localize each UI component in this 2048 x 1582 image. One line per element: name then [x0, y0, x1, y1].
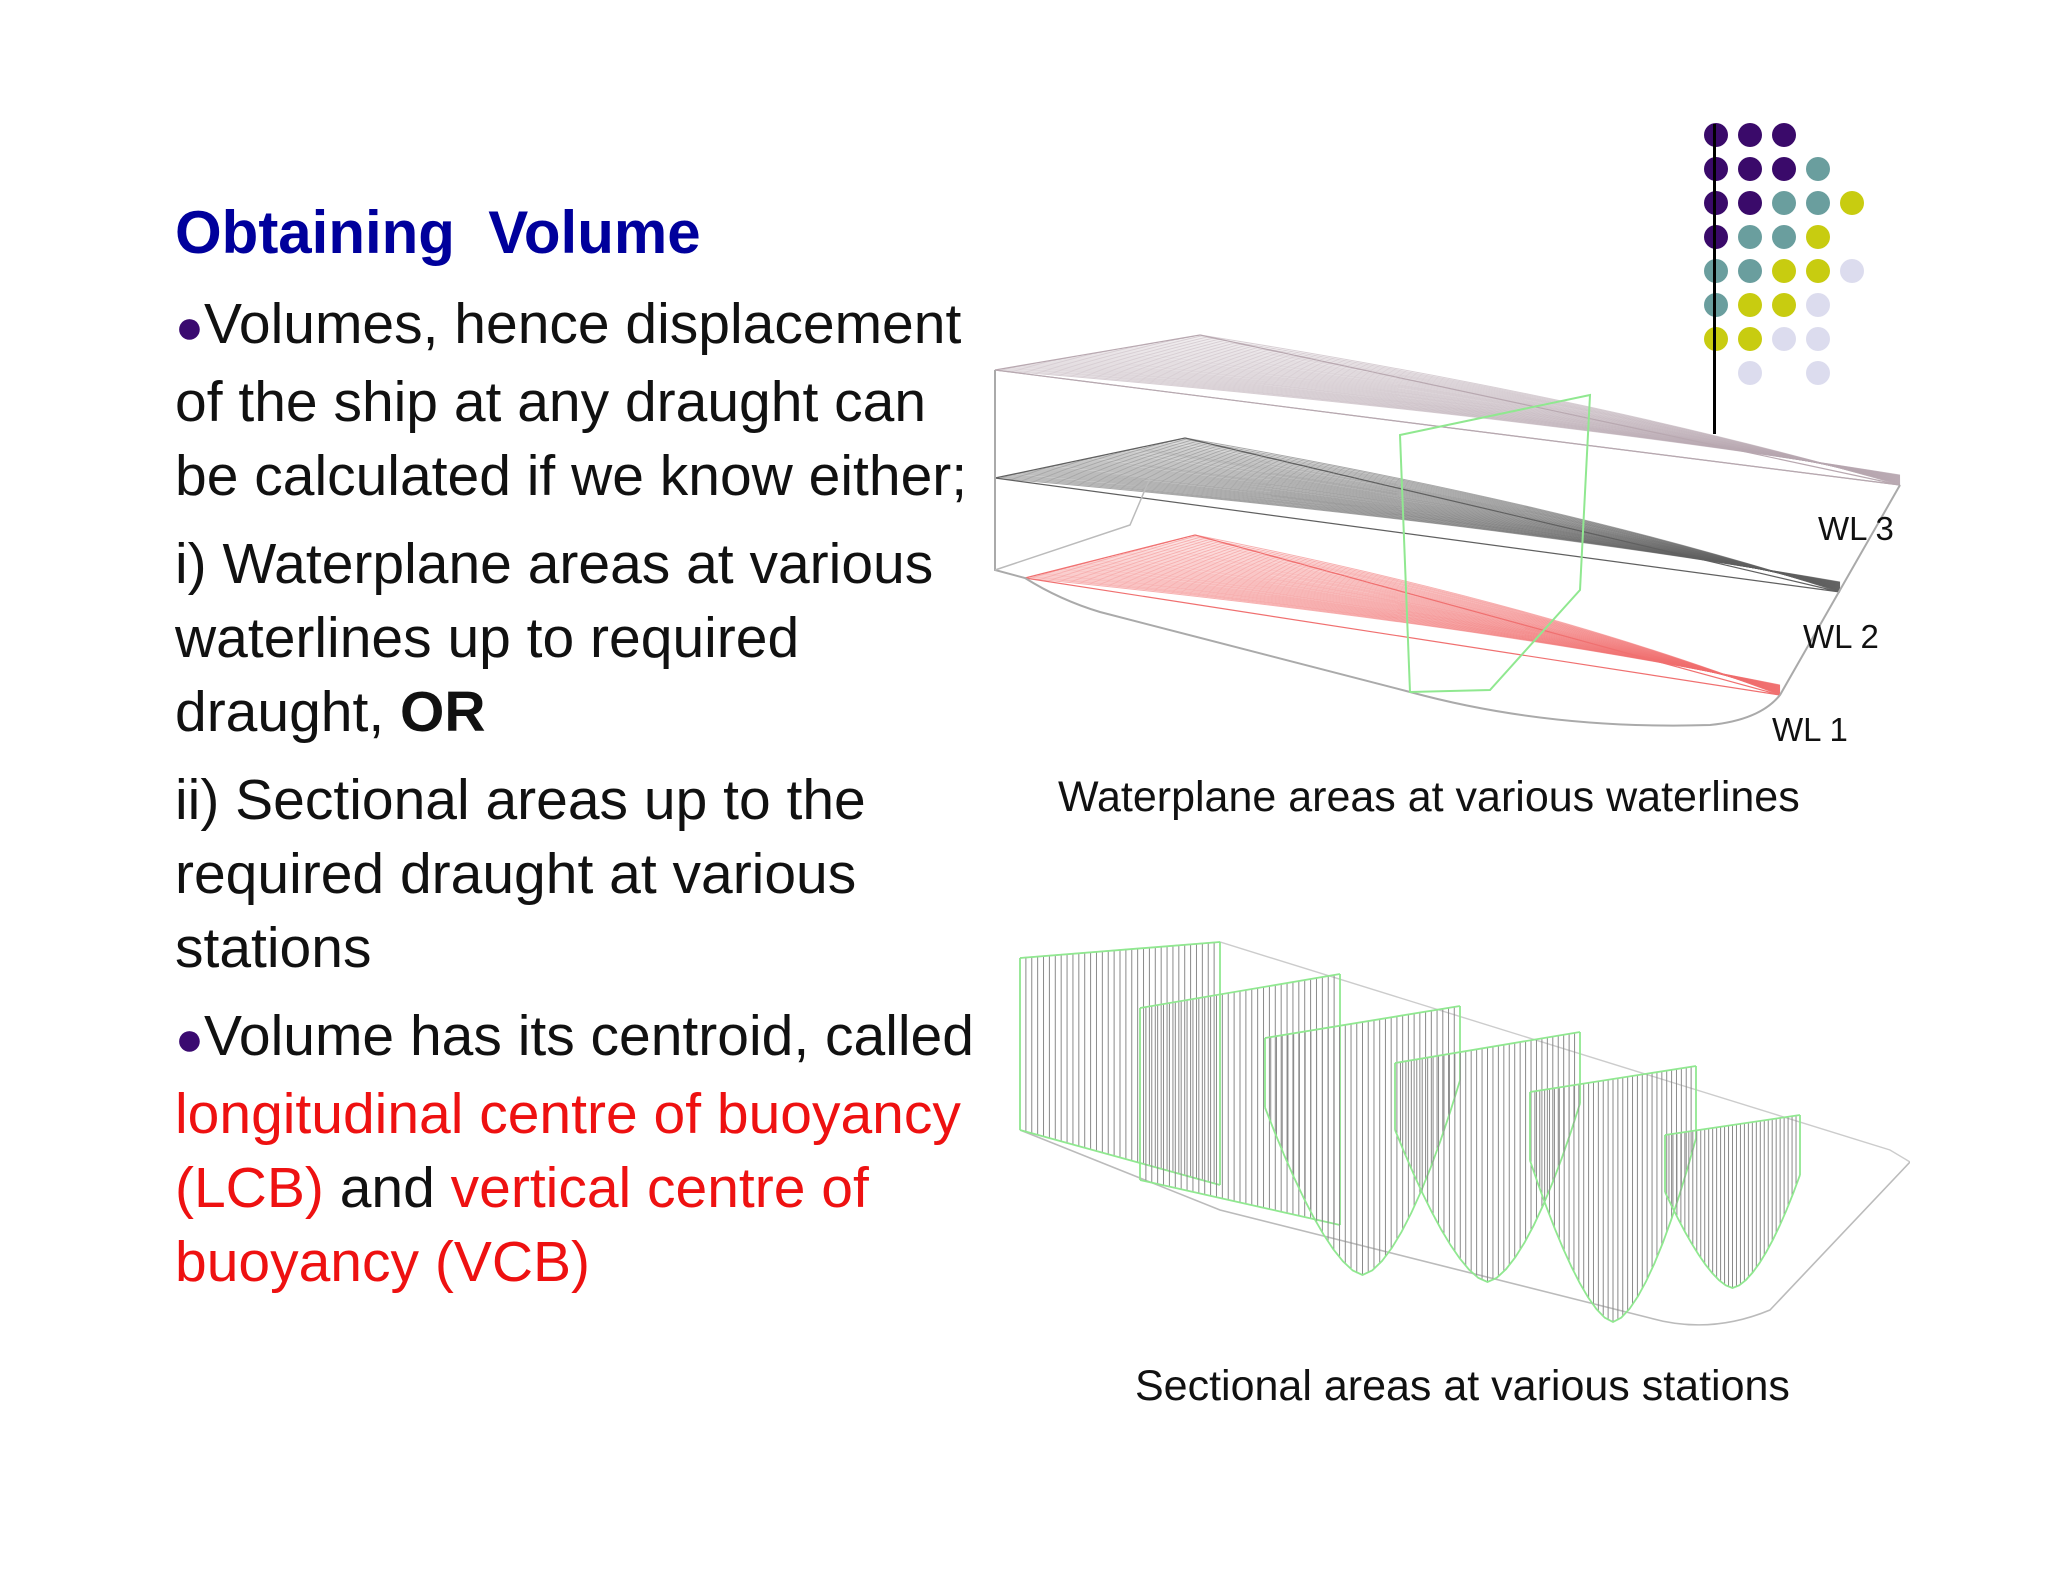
item-waterplane-text: i) Waterplane areas at various waterline… [175, 532, 934, 744]
waterplane-outline [994, 334, 1901, 486]
sections-caption: Sectional areas at various stations [1135, 1362, 1790, 1410]
decor-dot [1840, 191, 1864, 215]
decor-dot [1772, 191, 1796, 215]
section-outline [1529, 1065, 1697, 1093]
decor-dot [1704, 191, 1728, 215]
station-section [1019, 941, 1221, 1186]
bullet-centroid-mid: and [323, 1156, 451, 1220]
decor-dot [1772, 293, 1796, 317]
bullet-volumes-text: Volumes, hence displacement of the ship … [175, 292, 968, 508]
station-section [1529, 1065, 1697, 1324]
section-outline [1264, 1005, 1461, 1039]
wl2-label: WL 2 [1803, 618, 1879, 655]
decor-dot [1806, 293, 1830, 317]
decor-dot [1704, 225, 1728, 249]
keel-line [1019, 1129, 1910, 1326]
hull-outline [994, 370, 1901, 727]
decor-dot [1704, 293, 1728, 317]
decor-dot [1704, 327, 1728, 351]
waterline-hatch [1010, 366, 1901, 477]
decor-dot [1772, 225, 1796, 249]
waterplane-wl1 [1024, 534, 1781, 696]
waterplane-outline [1024, 534, 1781, 696]
bullet-centroid: ●Volume has its centroid, called longitu… [175, 999, 975, 1299]
waterline-hatch [1184, 437, 1841, 593]
waterline-hatch [1199, 334, 1901, 486]
decor-dot [1806, 191, 1830, 215]
wl1-label: WL 1 [1772, 711, 1848, 748]
waterplane-outline [994, 437, 1841, 593]
decor-dot [1738, 361, 1762, 385]
section-outline [1529, 1138, 1697, 1324]
section-outline [1394, 1031, 1581, 1064]
decor-dot [1772, 327, 1796, 351]
decor-dot [1738, 225, 1762, 249]
decorative-dot-grid [1704, 123, 1864, 385]
or-emphasis: OR [400, 680, 486, 744]
waterline-hatch [1194, 534, 1781, 696]
item-sectional: ii) Sectional areas up to the required d… [175, 763, 975, 985]
bullet-icon: ● [175, 1013, 204, 1066]
hull-profile [994, 477, 1151, 571]
decor-dot [1806, 225, 1830, 249]
slide-body: ●Volumes, hence displacement of the ship… [175, 287, 975, 1313]
decor-dot [1704, 259, 1728, 283]
decor-dot [1840, 259, 1864, 283]
decor-dot [1772, 157, 1796, 181]
decor-dot [1738, 157, 1762, 181]
decor-dot [1738, 259, 1762, 283]
decor-dot [1772, 259, 1796, 283]
decor-dot [1806, 361, 1830, 385]
vcb-term: vertical centre of buoyancy (VCB) [175, 1156, 869, 1294]
sectional-hull-drawing [1019, 941, 1910, 1326]
bullet-icon: ● [175, 301, 204, 354]
station-section [1664, 1114, 1801, 1289]
station-section [1264, 1005, 1461, 1276]
section-outline [1664, 1114, 1801, 1136]
decor-dot [1704, 123, 1728, 147]
sectional-hull-figure [1019, 941, 1910, 1326]
section-outline [1139, 973, 1341, 1009]
decor-dot [1806, 157, 1830, 181]
station-section [1394, 1031, 1581, 1283]
slide-title: Obtaining Volume [175, 199, 701, 266]
decor-dot [1738, 327, 1762, 351]
midship-section [1398, 393, 1592, 694]
wl3-label: WL 3 [1818, 510, 1894, 547]
waterplane-hull-drawing [994, 334, 1901, 727]
hull-profile [994, 370, 1901, 727]
waterplane-hull-figure [990, 320, 1901, 727]
waterplane-wl2 [994, 437, 1841, 593]
waterplane-caption: Waterplane areas at various waterlines [1058, 773, 1800, 821]
lcb-term: longitudinal centre of buoyancy (LCB) [175, 1082, 961, 1220]
decor-dot [1738, 123, 1762, 147]
bullet-volumes: ●Volumes, hence displacement of the ship… [175, 287, 975, 513]
divider-line [1713, 124, 1716, 434]
decor-dot [1772, 123, 1796, 147]
section-outline [1139, 1179, 1341, 1226]
decor-dot [1738, 293, 1762, 317]
item-sectional-text: ii) Sectional areas up to the required d… [175, 768, 866, 980]
decor-dot [1806, 259, 1830, 283]
section-outline [1664, 1174, 1801, 1289]
section-outline [1019, 941, 1221, 959]
station-section [1139, 973, 1341, 1226]
decor-dot [1806, 327, 1830, 351]
decor-dot [1738, 191, 1762, 215]
bullet-centroid-lead: Volume has its centroid, called [204, 1004, 974, 1068]
decor-dot [1704, 157, 1728, 181]
item-waterplane: i) Waterplane areas at various waterline… [175, 527, 975, 749]
